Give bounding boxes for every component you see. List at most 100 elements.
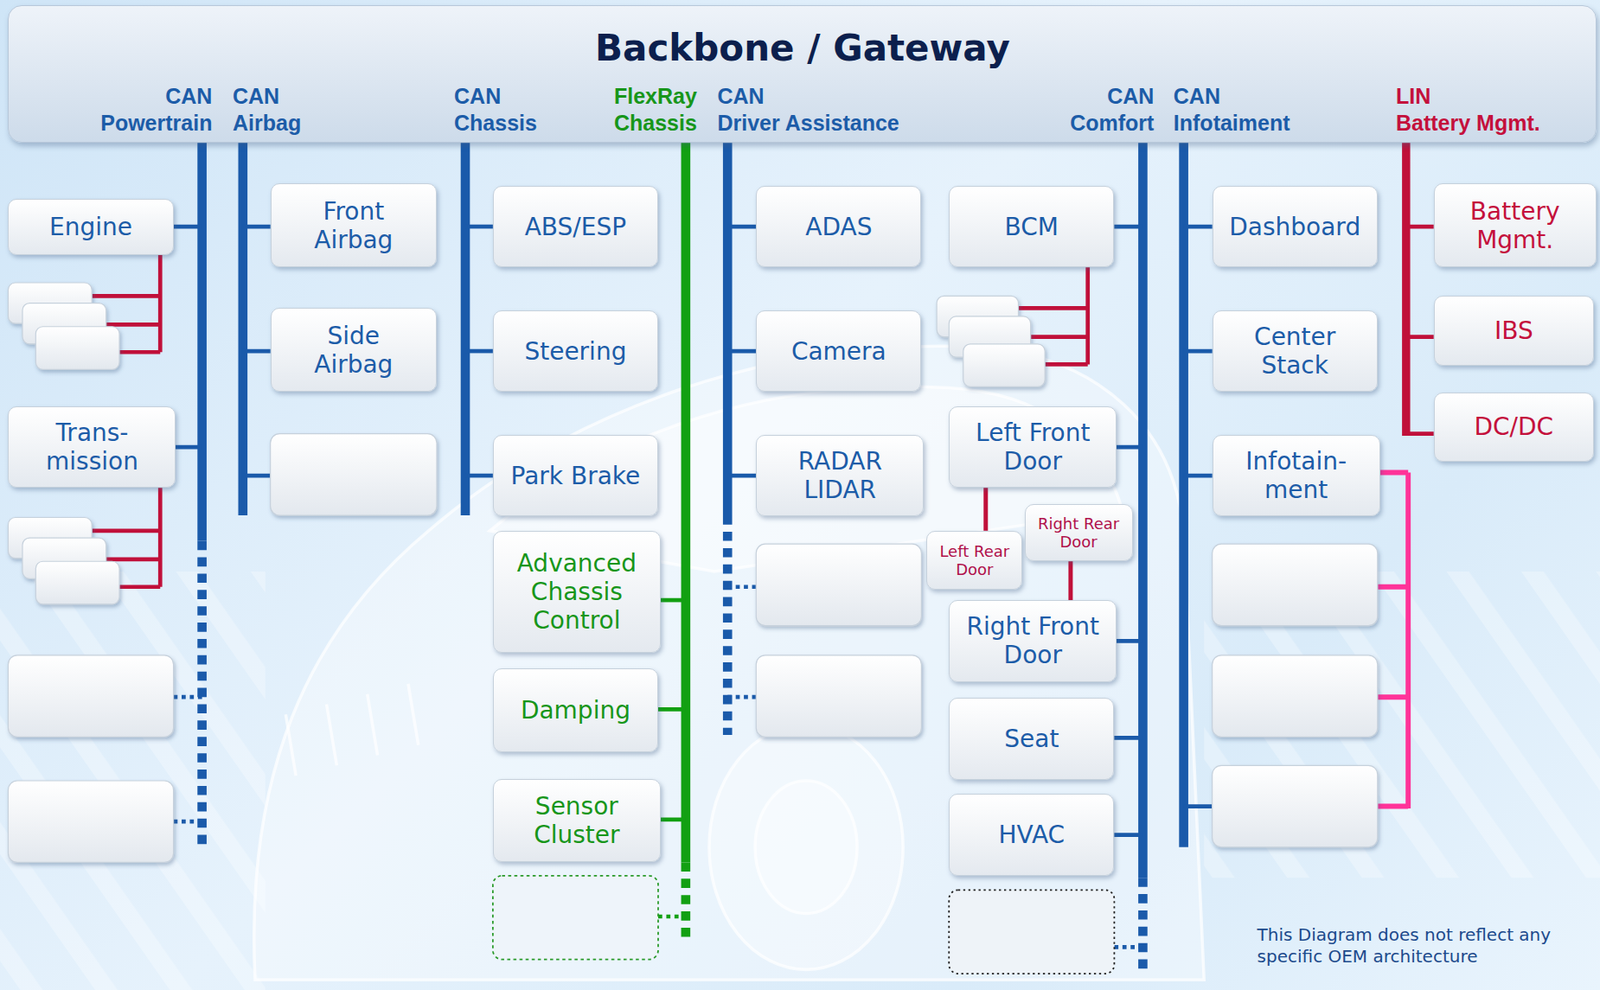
can-bus-line [1138,142,1148,878]
ecu-name: HVAC [998,820,1065,850]
bus-stub [658,598,686,603]
bus-stub-dotted [658,915,686,920]
bus-label: CAN [165,85,212,108]
bus-stub-dotted [173,819,203,825]
ecu-name: Park Brake [511,461,641,491]
bus-stub-dotted [173,695,203,700]
ecu-name: Advanced Chassis Control [502,549,652,635]
ecu-name: Infotain- ment [1222,447,1371,505]
car-grille [285,684,418,776]
bus-stub [1406,431,1434,436]
bus-stub [465,473,493,479]
bus-stub [173,445,203,450]
ecu-name: Trans- mission [17,418,167,476]
bus-label: CAN [454,85,501,108]
bus-stub [465,349,493,354]
can-bus-line [723,142,733,516]
blank-ecu-box [1212,544,1378,626]
bus-stub [1406,224,1434,230]
can-bus-line-dotted [1138,877,1148,973]
media-bus [1377,473,1408,809]
ecu-box: ABS/ESP [492,185,659,268]
ecu-box: Battery Mgmt. [1433,183,1597,268]
ecu-name: RADAR LIDAR [765,447,915,505]
bus-stub [243,473,271,479]
ecu-name: Camera [791,337,887,366]
bus-label: CAN [1173,85,1221,108]
ecu-box: Camera [755,310,922,392]
ecu-box: Advanced Chassis Control [492,531,661,654]
ecu-name: Sensor Cluster [502,792,652,850]
ecu-name: Left Rear Door [930,542,1018,579]
can-bus-line [197,142,207,541]
blank-ecu-box [963,344,1045,388]
bus-label: Driver Assistance [716,112,899,135]
diagram-title: Backbone / Gateway [595,26,1011,71]
ecu-name: ABS/ESP [524,212,627,242]
bus-stub [1184,804,1213,809]
ecu-box: Steering [492,310,659,392]
bus-stub [727,349,756,354]
ecu-box: IBS [1433,295,1594,365]
ecu-box: Side Airbag [270,307,437,392]
bus-label: Infotaiment [1173,112,1291,135]
ecu-box: HVAC [948,793,1114,876]
bus-label: Powertrain [100,112,212,135]
flexray-bus-line [681,142,692,863]
bus-stub-dotted [1113,945,1143,950]
bus-label: Comfort [1069,112,1154,135]
bus-stub [1406,334,1434,340]
background-stripes [0,571,266,990]
ecu-box: Dashboard [1212,185,1378,268]
lin-connection [1068,561,1073,601]
door-module-box: Right Rear Door [1024,504,1133,562]
bus-stub [727,224,756,230]
placeholder-ecu-box [492,876,659,960]
ecu-name: Damping [520,696,631,725]
bus-label: CAN [232,85,280,108]
ecu-name: DC/DC [1473,412,1554,442]
can-bus-line [237,142,248,516]
lin-connection [983,487,988,532]
ecu-name: Side Airbag [294,321,412,379]
bus-stub [465,224,493,230]
bus-stub [1113,639,1143,644]
bus-stub [1113,736,1143,741]
ecu-box: DC/DC [1433,392,1594,461]
ecu-name: Center Stack [1232,322,1358,380]
ecu-box: RADAR LIDAR [755,435,924,517]
bus-stub-dotted [727,695,756,700]
ecu-box: BCM [948,185,1114,268]
ecu-name: Right Rear Door [1029,514,1129,551]
ecu-box: Damping [492,668,659,753]
blank-ecu-box [755,544,922,626]
blank-ecu-box [7,655,173,737]
ecu-box: Right Front Door [948,600,1117,682]
can-bus-line [460,142,471,516]
blank-ecu-box [35,326,120,371]
can-bus-line [1178,142,1189,847]
ecu-name: Front Airbag [294,197,412,255]
ecu-box: ADAS [755,185,922,268]
ecu-box: Center Stack [1212,310,1378,392]
ecu-box: Seat [948,697,1114,780]
bus-stub [658,707,686,712]
ecu-name: Right Front Door [958,612,1108,670]
ecu-name: Steering [524,337,627,366]
ecu-box: Front Airbag [270,183,437,268]
ecu-name: Left Front Door [958,418,1108,476]
bus-stub [1184,473,1213,479]
can-bus-line-dotted [723,515,733,736]
bus-label: Chassis [454,112,538,135]
blank-ecu-box [270,434,437,516]
placeholder-ecu-box [948,889,1114,974]
bus-stub [1184,349,1213,354]
car-wheel-hub [755,780,858,914]
bus-label: Chassis [614,112,698,135]
blank-ecu-box [35,561,120,605]
blank-ecu-box [1212,765,1378,847]
bus-stub [173,224,203,230]
bus-stub [727,473,756,479]
